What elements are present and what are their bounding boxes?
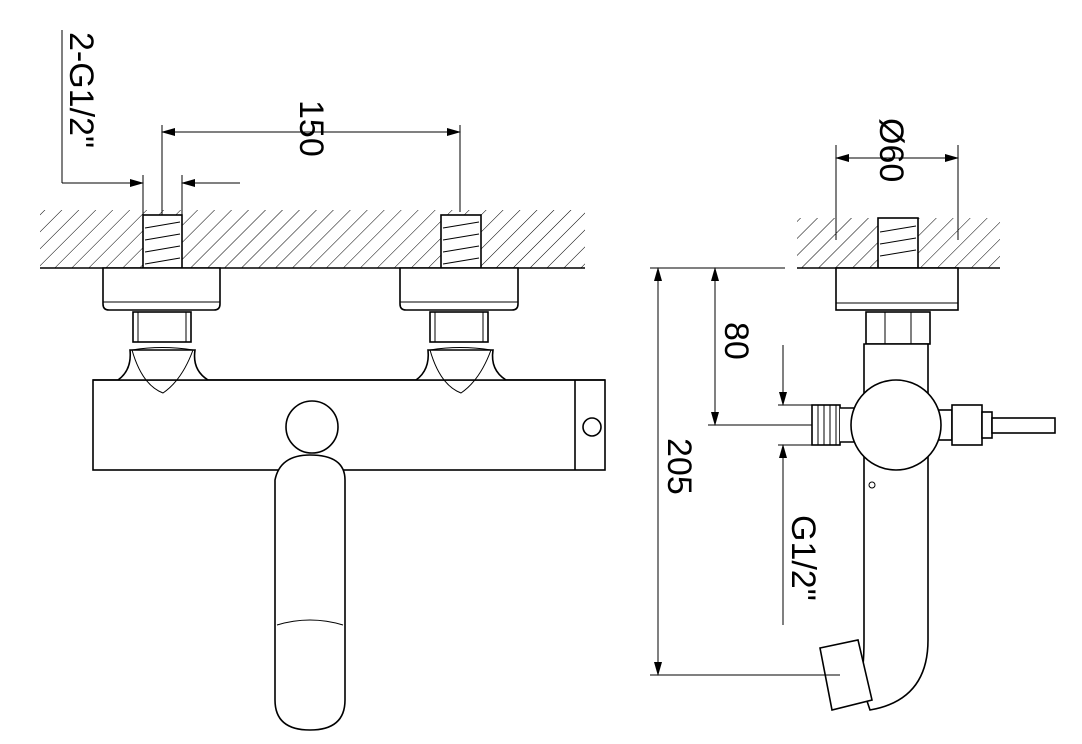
dim-total-height: 205 [660, 438, 698, 495]
flange-right [399, 267, 519, 311]
flange-side [835, 267, 959, 311]
spout [274, 454, 346, 731]
side-view: Ø60 205 80 G1/2" [650, 118, 1056, 711]
inlet-pipe-left [142, 214, 183, 269]
handle-side [937, 404, 1056, 446]
inlet-pipe-right [440, 214, 482, 269]
end-cap-screw [582, 417, 602, 437]
dim-inlet-spacing: 150 [292, 100, 330, 157]
flange-left [102, 267, 221, 311]
front-view: 150 2-G1/2" [40, 30, 606, 731]
spout-outlet-side [819, 639, 873, 711]
nut-side [865, 311, 931, 345]
wall-hatch [40, 210, 585, 268]
dim-inlet-thread: 2-G1/2" [62, 32, 100, 148]
control-knob-side [850, 379, 942, 471]
nut-left [132, 311, 192, 343]
mixer-body [92, 379, 606, 471]
nut-right [429, 311, 489, 343]
dim-height-to-outlet: 80 [717, 322, 755, 360]
dim-outlet-thread: G1/2" [784, 515, 822, 601]
diverter-button [285, 400, 339, 454]
dim-flange-diameter: Ø60 [872, 118, 910, 182]
